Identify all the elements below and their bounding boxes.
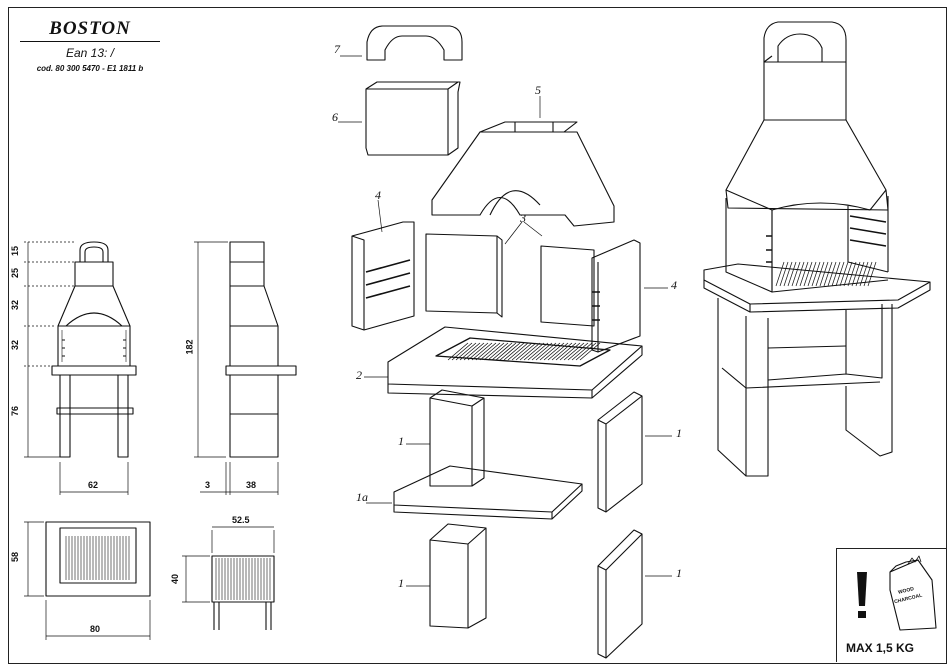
grill-bar — [524, 343, 544, 360]
label-part-1-front-right: 1 — [676, 426, 682, 441]
label-part-1-front-left: 1 — [398, 434, 404, 449]
dim-side-depth: 38 — [246, 480, 256, 490]
label-part-5: 5 — [535, 83, 541, 98]
grill-bar — [868, 262, 876, 286]
grill-bar — [476, 343, 496, 360]
grill-bar — [828, 262, 836, 286]
dim-side-offset: 3 — [205, 480, 210, 490]
grill-bar — [464, 343, 484, 360]
grill-bar — [780, 262, 788, 286]
label-part-2: 2 — [356, 368, 362, 383]
grill-bar — [852, 262, 860, 286]
dim-grill-depth: 40 — [170, 574, 180, 584]
grill-bar — [784, 262, 792, 286]
side-elevation — [194, 242, 296, 495]
label-part-1-back-right: 1 — [676, 566, 682, 581]
exploded-view — [338, 26, 672, 658]
grill-bar — [808, 262, 816, 286]
dim-front-32b: 32 — [10, 340, 20, 350]
label-part-4-left: 4 — [375, 188, 381, 203]
grill-bar — [488, 343, 508, 360]
grill-bar — [472, 343, 492, 360]
grill-bar — [528, 343, 548, 360]
grill-bar — [540, 343, 560, 360]
dim-plan-depth: 58 — [10, 552, 20, 562]
grill-bar — [816, 262, 824, 286]
grill-bar — [788, 262, 796, 286]
grill-bar — [508, 343, 528, 360]
grill-bar — [804, 262, 812, 286]
label-part-7: 7 — [334, 42, 340, 57]
dim-front-76: 76 — [10, 406, 20, 416]
grill-bar — [520, 343, 540, 360]
label-part-1-back-left: 1 — [398, 576, 404, 591]
dim-side-height: 182 — [185, 339, 195, 354]
front-elevation — [24, 242, 136, 495]
grill-bar — [796, 262, 804, 286]
grill-bar — [576, 343, 596, 360]
grill-bar — [812, 262, 820, 286]
grill-bar — [516, 343, 536, 360]
dim-front-width: 62 — [88, 480, 98, 490]
dim-front-32a: 32 — [10, 300, 20, 310]
dim-grill-width: 52.5 — [232, 515, 250, 525]
grill-detail — [182, 527, 274, 630]
grill-bar — [564, 343, 584, 360]
grill-bar — [572, 343, 592, 360]
grill-bar — [492, 343, 512, 360]
plan-view — [24, 522, 150, 640]
grill-bar — [532, 343, 552, 360]
assembled-view — [704, 22, 930, 476]
label-part-1a: 1a — [356, 490, 368, 505]
grill-bar — [500, 343, 520, 360]
grill-bar — [460, 343, 480, 360]
grill-bar — [496, 343, 516, 360]
max-load-label: MAX 1,5 KG — [846, 641, 914, 655]
grill-bar — [800, 262, 808, 286]
grill-bar — [776, 262, 784, 286]
grill-bar — [824, 262, 832, 286]
grill-bar — [468, 343, 488, 360]
grill-bar — [536, 343, 556, 360]
label-part-4-right: 4 — [671, 278, 677, 293]
grill-bar — [484, 343, 504, 360]
dim-plan-width: 80 — [90, 624, 100, 634]
label-part-6: 6 — [332, 110, 338, 125]
grill-bar — [820, 262, 828, 286]
grill-bar — [512, 343, 532, 360]
label-part-3: 3 — [520, 211, 526, 226]
grill-bar — [792, 262, 800, 286]
grill-bar — [480, 343, 500, 360]
dim-front-25: 25 — [10, 268, 20, 278]
grill-bar — [568, 343, 588, 360]
grill-bar — [504, 343, 524, 360]
dim-front-15: 15 — [10, 246, 20, 256]
